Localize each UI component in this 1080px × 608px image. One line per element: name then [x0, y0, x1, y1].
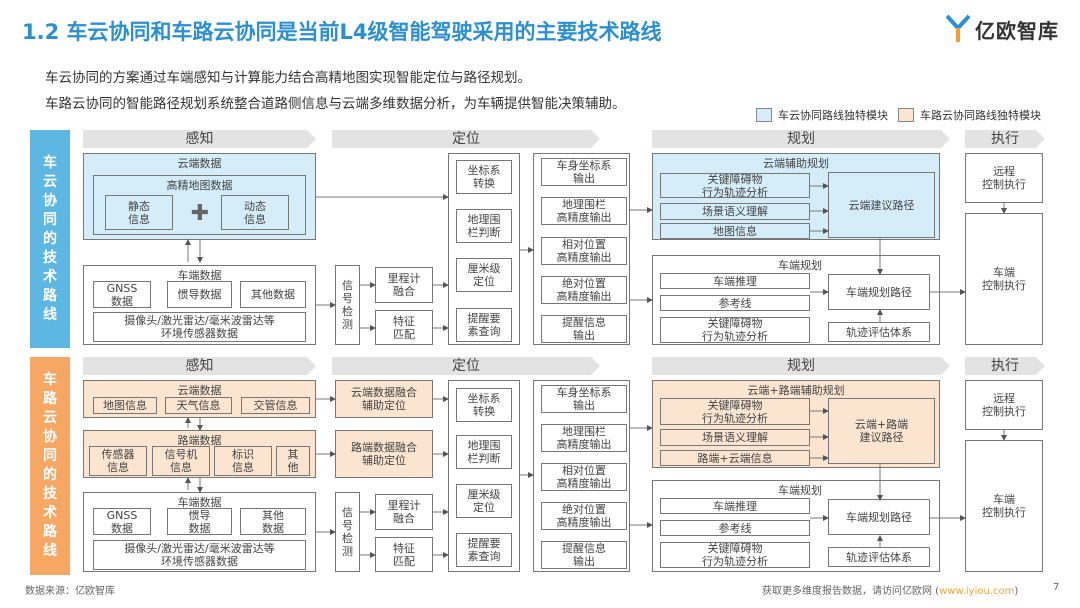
road-data-item: 传感器 信息	[89, 446, 147, 476]
imu-data-box: 惯导 数据	[167, 508, 232, 535]
cloud-planning-item: 场景语义理解	[660, 429, 810, 446]
imu-data-box: 惯导数据	[167, 281, 232, 308]
positioning-item: 坐标系 转换	[456, 160, 512, 194]
sensor-data-box: 摄像头/激光雷达/毫米波雷达等 环境传感器数据	[93, 540, 306, 570]
positioning-item: 地理围 栏判断	[456, 435, 512, 469]
road-data-item: 其 他	[276, 446, 310, 476]
odometry-fusion-box: 里程计 融合	[375, 494, 433, 530]
output-item: 绝对位置 高精度输出	[541, 502, 627, 530]
vehicle-planning-title: 车端规划	[778, 483, 822, 497]
output-item: 车身坐标系 输出	[541, 385, 627, 413]
vehicle-planning-item: 关键障碍物 行为轨迹分析	[660, 317, 810, 343]
stage-header-planning: 规划	[652, 130, 950, 148]
road-fusion-box: 路端数据融合 辅助定位	[335, 430, 433, 478]
static-info-box: 静态 信息	[105, 195, 173, 230]
cloud-planning-item: 关键障碍物 行为轨迹分析	[660, 173, 810, 199]
page-title: 1.2 车云协同和车路云协同是当前L4级智能驾驶采用的主要技术路线	[22, 20, 662, 44]
legend-swatch-road	[898, 108, 914, 122]
stage-header-perception: 感知	[83, 357, 316, 375]
signal-detection-box: 信 号 检 测	[335, 492, 360, 572]
legend-road-label: 车路云协同路线独特模块	[920, 109, 1041, 122]
remote-execution-box: 远程 控制执行	[965, 153, 1043, 203]
vehicle-planning-item: 车端推理	[660, 273, 810, 289]
vehicle-execution-box: 车端 控制执行	[965, 213, 1043, 345]
vehicle-planning-path-box: 车端规划路径	[828, 274, 930, 310]
logo-text: 亿欧智库	[975, 18, 1059, 43]
legend-cloud-label: 车云协同路线独特模块	[778, 109, 888, 122]
positioning-item: 厘米级 定位	[456, 484, 512, 518]
vehicle-planning-item: 车端推理	[660, 498, 810, 514]
signal-detection-box: 信 号 检 测	[335, 265, 360, 345]
cloud-planning-item: 地图信息	[660, 223, 810, 239]
gnss-data-box: GNSS 数据	[93, 281, 151, 308]
output-item: 地理围栏 高精度输出	[541, 197, 627, 225]
logo: 亿欧智库	[945, 14, 1059, 44]
cloud-suggested-path-box: 云端建议路径	[828, 172, 935, 238]
footer-close: )	[1014, 586, 1019, 597]
other-data-box: 其他 数据	[240, 508, 306, 535]
stage-header-execution: 执行	[965, 130, 1045, 148]
footer-source: 数据来源：亿欧智库	[25, 586, 115, 597]
positioning-item: 坐标系 转换	[456, 388, 512, 422]
stage-header-execution: 执行	[965, 357, 1045, 375]
trajectory-eval-box: 轨迹评估体系	[828, 547, 930, 567]
feature-match-box: 特征 匹配	[375, 537, 433, 572]
road-data-item: 信号机 信息	[152, 446, 210, 476]
stage-header-perception: 感知	[83, 130, 316, 148]
cloud-planning-item: 关键障碍物 行为轨迹分析	[660, 398, 810, 425]
footer-link[interactable]: www.iyiou.com	[939, 586, 1015, 597]
output-item: 提醒信息 输出	[541, 315, 627, 343]
vehicle-planning-title: 车端规划	[778, 258, 822, 272]
output-item: 提醒信息 输出	[541, 541, 627, 569]
road-data-item: 标识 信息	[214, 446, 272, 476]
cloud-planning-item: 场景语义理解	[660, 203, 810, 220]
cloud-fusion-box: 云端数据融合 辅助定位	[335, 380, 433, 418]
legend-cloud: 车云协同路线独特模块	[756, 107, 888, 123]
footer-more: 获取更多维度报告数据，请访问亿欧网 (www.iyiou.com)	[762, 582, 1018, 597]
output-item: 车身坐标系 输出	[541, 158, 627, 186]
intro-line-2: 车路云协同的智能路径规划系统整合道路侧信息与云端多维数据分析，为车辆提供智能决策…	[45, 96, 626, 112]
output-item: 相对位置 高精度输出	[541, 463, 627, 491]
side-label-vehicle-road-cloud: 车路云协同的技术路线	[30, 357, 70, 575]
plus-icon: ✚	[190, 200, 210, 226]
legend-road: 车路云协同路线独特模块	[898, 107, 1041, 123]
vehicle-execution-box: 车端 控制执行	[965, 440, 1043, 572]
vehicle-planning-path-box: 车端规划路径	[828, 499, 930, 535]
footer-more-text: 获取更多维度报告数据，请访问亿欧网 (	[762, 586, 940, 597]
other-data-box: 其他数据	[240, 281, 306, 308]
remote-execution-box: 远程 控制执行	[965, 380, 1043, 430]
stage-header-positioning: 定位	[332, 357, 600, 375]
output-item: 绝对位置 高精度输出	[541, 276, 627, 304]
sensor-data-box: 摄像头/激光雷达/毫米波雷达等 环境传感器数据	[93, 312, 306, 342]
trajectory-eval-box: 轨迹评估体系	[828, 322, 930, 342]
intro-line-1: 车云协同的方案通过车端感知与计算能力结合高精地图实现智能定位与路径规划。	[45, 70, 531, 86]
stage-header-positioning: 定位	[332, 130, 600, 148]
cloud-data-item: 交管信息	[241, 397, 310, 414]
positioning-item: 厘米级 定位	[456, 258, 512, 292]
feature-match-box: 特征 匹配	[375, 310, 433, 345]
stage-header-planning: 规划	[652, 357, 950, 375]
legend-swatch-cloud	[756, 108, 772, 122]
road-cloud-suggested-path-box: 云端+路端 建议路径	[828, 398, 935, 464]
vehicle-planning-item: 参考线	[660, 520, 810, 536]
positioning-item: 提醒要 素查询	[456, 533, 512, 567]
positioning-item: 提醒要 素查询	[456, 308, 512, 342]
cloud-data-item: 天气信息	[165, 397, 232, 414]
dynamic-info-box: 动态 信息	[221, 195, 289, 230]
vehicle-planning-item: 关键障碍物 行为轨迹分析	[660, 542, 810, 568]
gnss-data-box: GNSS 数据	[93, 508, 151, 535]
output-item: 地理围栏 高精度输出	[541, 424, 627, 452]
cloud-data-item: 地图信息	[93, 397, 157, 414]
logo-icon	[945, 14, 971, 42]
positioning-item: 地理围 栏判断	[456, 209, 512, 243]
vehicle-planning-item: 参考线	[660, 295, 810, 311]
page-number: 7	[1053, 582, 1060, 593]
cloud-planning-item: 路端+云端信息	[660, 450, 810, 466]
output-item: 相对位置 高精度输出	[541, 237, 627, 265]
odometry-fusion-box: 里程计 融合	[375, 267, 433, 303]
side-label-vehicle-cloud: 车云协同的技术路线	[30, 130, 70, 348]
